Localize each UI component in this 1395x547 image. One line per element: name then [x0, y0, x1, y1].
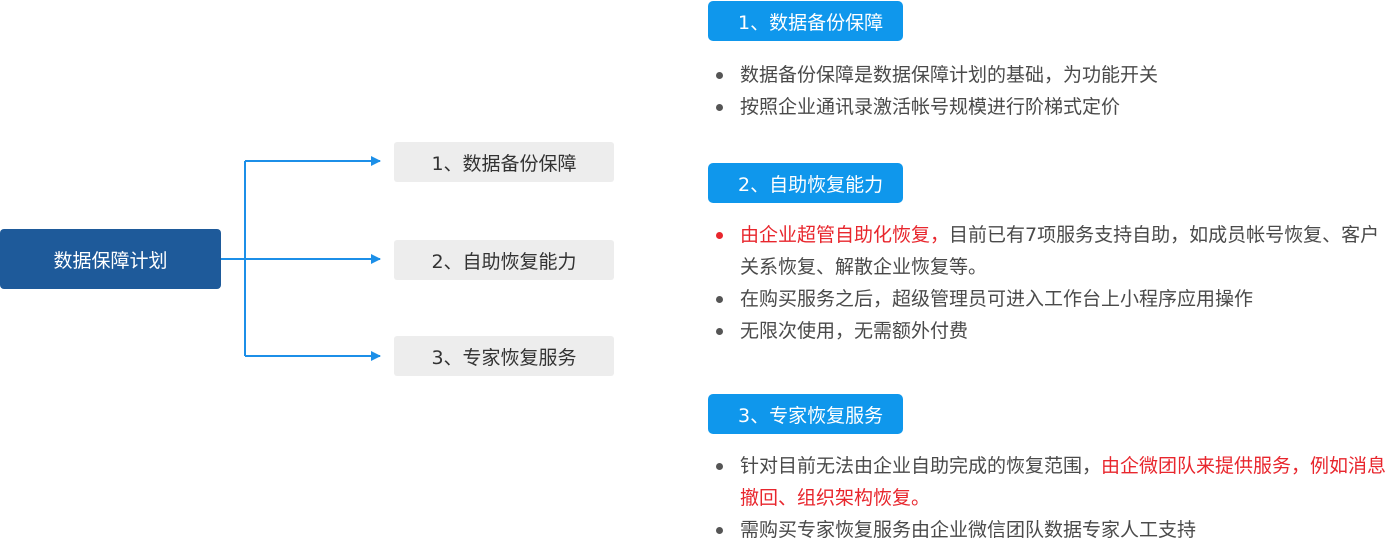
list-item: 由企业超管自助化恢复，目前已有7项服务支持自助，如成员帐号恢复、客户关系恢复、解… [714, 219, 1395, 283]
section-header-3: 3、专家恢复服务 [708, 394, 904, 434]
section-header-label: 2、自助恢复能力 [738, 173, 884, 196]
list-item: 数据备份保障是数据保障计划的基础，为功能开关 [714, 59, 1395, 91]
branch-node-3: 3、专家恢复服务 [394, 336, 614, 376]
list-item: 针对目前无法由企业自助完成的恢复范围，由企微团队来提供服务，例如消息撤回、组织架… [714, 450, 1395, 514]
root-label: 数据保障计划 [53, 249, 168, 272]
highlight-text: 由企微团队来提供服务，例如消息撤回、组织架构恢复。 [740, 455, 1387, 509]
highlight-text: 由企业超管自助化恢复， [740, 224, 950, 246]
branch-node-2: 2、自助恢复能力 [394, 240, 614, 280]
section-2-bullets: 由企业超管自助化恢复，目前已有7项服务支持自助，如成员帐号恢复、客户关系恢复、解… [714, 219, 1395, 347]
list-item: 需购买专家恢复服务由企业微信团队数据专家人工支持 [714, 514, 1395, 546]
branch-label: 3、专家恢复服务 [431, 346, 577, 369]
list-item: 无限次使用，无需额外付费 [714, 315, 1395, 347]
branch-label: 2、自助恢复能力 [431, 250, 577, 273]
section-header-label: 3、专家恢复服务 [738, 404, 884, 427]
list-item: 在购买服务之后，超级管理员可进入工作台上小程序应用操作 [714, 283, 1395, 315]
section-header-label: 1、数据备份保障 [738, 11, 884, 34]
root-node: 数据保障计划 [0, 229, 221, 289]
section-1-bullets: 数据备份保障是数据保障计划的基础，为功能开关 按照企业通讯录激活帐号规模进行阶梯… [714, 59, 1395, 123]
branch-node-1: 1、数据备份保障 [394, 142, 614, 182]
section-header-2: 2、自助恢复能力 [708, 163, 904, 203]
section-header-1: 1、数据备份保障 [708, 1, 904, 41]
section-3-bullets: 针对目前无法由企业自助完成的恢复范围，由企微团队来提供服务，例如消息撤回、组织架… [714, 450, 1395, 546]
branch-label: 1、数据备份保障 [431, 152, 577, 175]
list-item: 按照企业通讯录激活帐号规模进行阶梯式定价 [714, 91, 1395, 123]
